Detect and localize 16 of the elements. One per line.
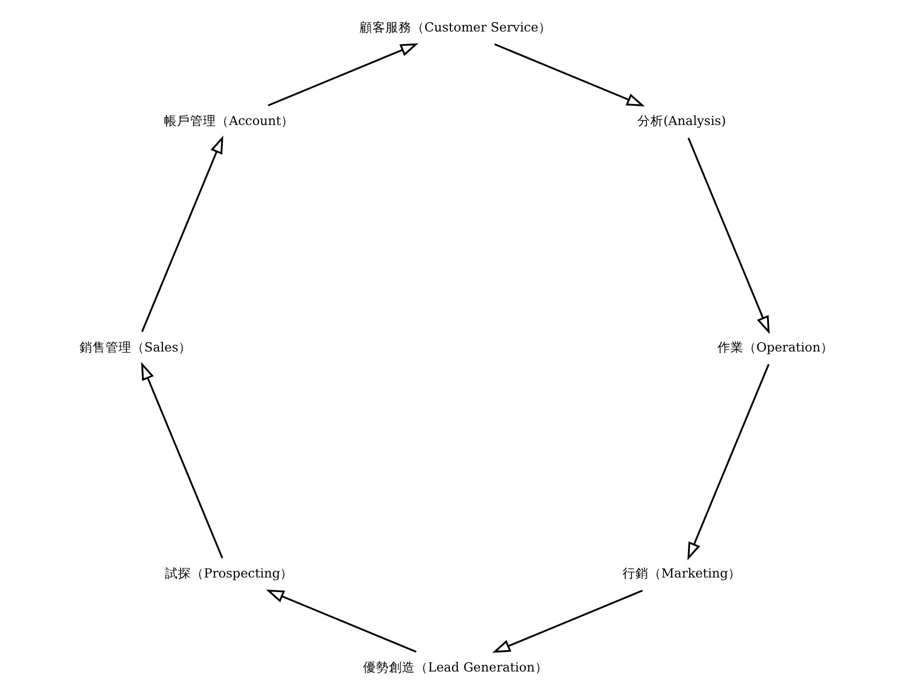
node-text: 優勢創造（Lead Generation）: [362, 659, 548, 674]
node-text: 行銷（Marketing）: [622, 566, 741, 581]
arrow: [494, 43, 644, 106]
arrow: [140, 362, 223, 558]
arrow: [140, 136, 223, 332]
node-text: 銷售管理（Sales）: [78, 339, 191, 354]
node-text: 顧客服務（Customer Service）: [358, 19, 551, 34]
arrow: [267, 43, 418, 106]
arrow: [686, 364, 770, 560]
arrow: [492, 590, 642, 653]
arrow: [265, 590, 416, 653]
arrow: [687, 138, 770, 334]
node-text: 帳戶管理（Account）: [164, 113, 294, 128]
node-text: 作業（Operation）: [716, 339, 834, 354]
node-text: 分析(Analysis): [636, 113, 726, 128]
node-text: 試探（Prospecting）: [164, 566, 293, 581]
